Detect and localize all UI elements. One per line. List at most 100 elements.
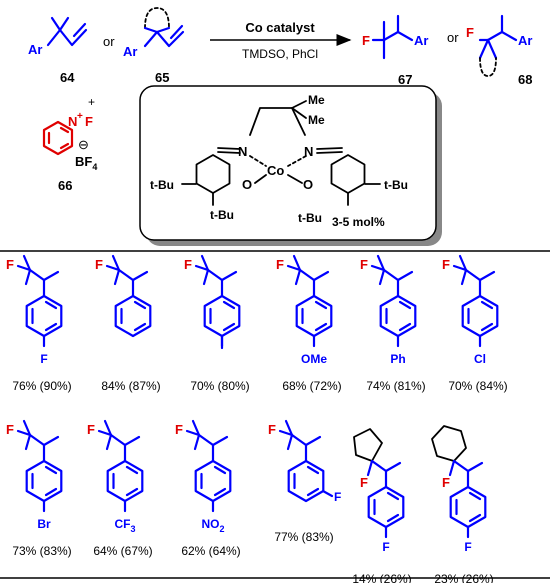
tbu-label: t-Bu [384,178,408,192]
nitrogen-label: N [68,114,77,129]
oxygen-right: O [303,177,313,192]
counterion-label: BF4 [75,154,97,172]
para-substituent-label: F [464,540,471,554]
plus-sign: + [88,95,95,109]
fluorine-label: F [360,475,368,490]
benzene-ring [461,294,499,338]
fluorine-label: F [442,257,450,272]
yield-label: 74% (81%) [366,379,425,393]
product-67: F Ar 67 [362,14,428,87]
cycloalkane-ring [431,425,467,462]
yield-label: 70% (84%) [448,379,507,393]
fluorine-label: F [362,33,370,48]
substrate-cyclopentyl: F F 14% (26%) [352,428,412,583]
fluorine-label: F [184,257,192,272]
tbu-label: t-Bu [298,211,322,225]
yield-label: 73% (83%) [12,544,71,558]
fluorine-label: F [85,114,93,129]
tbu-label: t-Bu [150,178,174,192]
reagent-66: N + F ⊖ BF4 66 [42,111,97,193]
yield-label: 76% (90%) [12,379,71,393]
compound-number: 66 [58,178,72,193]
or-text: or [103,34,115,49]
para-substituent-label: OMe [301,352,327,366]
benzene-ring [287,459,325,503]
substrate-Cl: F Cl 70% (84%) [442,254,508,393]
methyl-label: Me [308,93,325,107]
substrate-Br: F Br 73% (83%) [6,419,72,558]
fluorine-label: F [276,257,284,272]
ar-label: Ar [123,44,137,59]
yield-label: 14% (26%) [352,572,411,583]
yield-label: 77% (83%) [274,530,333,544]
substrate-OMe: F OMe 68% (72%) [276,254,342,393]
or-text: or [447,30,459,45]
substrate-Me: F 70% (80%) [184,254,250,393]
para-substituent-label: Ph [390,352,405,366]
reactant-64: Ar 64 [28,16,88,85]
catalyst-box: Me Me N N Co O O t-Bu t-Bu t-Bu t-Bu 3-5… [139,85,442,246]
benzene-ring [25,294,63,338]
benzene-ring [449,485,487,529]
benzene-ring [25,459,63,503]
compound-number: 64 [60,70,75,85]
cobalt-label: Co [267,163,284,178]
para-substituent-label: Br [37,517,51,531]
tbu-label: t-Bu [210,208,234,222]
charge-plus: + [77,111,83,122]
cycloalkane-ring [353,428,383,462]
para-substituent-label: Cl [474,352,486,366]
arrow-bottom-label: TMDSO, PhCl [242,47,318,61]
benzene-ring [295,294,333,338]
compound-number: 65 [155,70,169,85]
benzene-ring [114,294,152,338]
benzene-ring [106,459,144,503]
fluorine-label: F [6,422,14,437]
fluorine-label: F [466,25,474,40]
fluorine-label: F [442,475,450,490]
reactant-65: Ar 65 [123,7,185,85]
ar-label: Ar [518,33,532,48]
yield-label: 68% (72%) [282,379,341,393]
fluorine-label: F [360,257,368,272]
substrate-cyclohexyl: F F 23% (26%) [431,425,494,583]
benzene-ring [203,294,241,338]
compound-number: 67 [398,72,412,87]
reaction-arrow: Co catalyst TMDSO, PhCl [210,20,352,61]
fluorine-label: F [268,422,276,437]
fluorine-label: F [87,422,95,437]
ar-label: Ar [28,42,42,57]
para-substituent-label: CF3 [114,517,135,534]
yield-label: 84% (87%) [101,379,160,393]
substrate-mF: F F 77% (83%) [268,419,341,544]
meta-substituent-label: F [334,490,341,504]
benzene-ring [194,459,232,503]
para-substituent-label: F [382,540,389,554]
methyl-label: Me [308,113,325,127]
nitrogen-right: N [304,144,313,159]
yield-label: 62% (64%) [181,544,240,558]
arrow-top-label: Co catalyst [245,20,315,35]
benzene-ring [379,294,417,338]
fluorine-label: F [175,422,183,437]
nitrogen-left: N [238,144,247,159]
para-substituent-label: NO2 [201,517,224,534]
compound-number: 68 [518,72,532,87]
para-substituent-label: F [40,352,47,366]
yield-label: 23% (26%) [434,572,493,583]
yield-label: 70% (80%) [190,379,249,393]
substrate-CF3: F CF3 64% (67%) [87,419,153,558]
ar-label: Ar [414,33,428,48]
product-68: F Ar 68 [466,14,532,87]
charge-minus: ⊖ [78,137,89,152]
oxygen-left: O [242,177,252,192]
catalyst-loading: 3-5 mol% [332,215,385,229]
substrate-NO2: F NO2 62% (64%) [175,419,241,558]
yield-label: 64% (67%) [93,544,152,558]
substrate-Ph: F Ph 74% (81%) [360,254,426,393]
benzene-ring [367,485,405,529]
fluorine-label: F [95,257,103,272]
substrate-H: F 84% (87%) [95,254,161,393]
